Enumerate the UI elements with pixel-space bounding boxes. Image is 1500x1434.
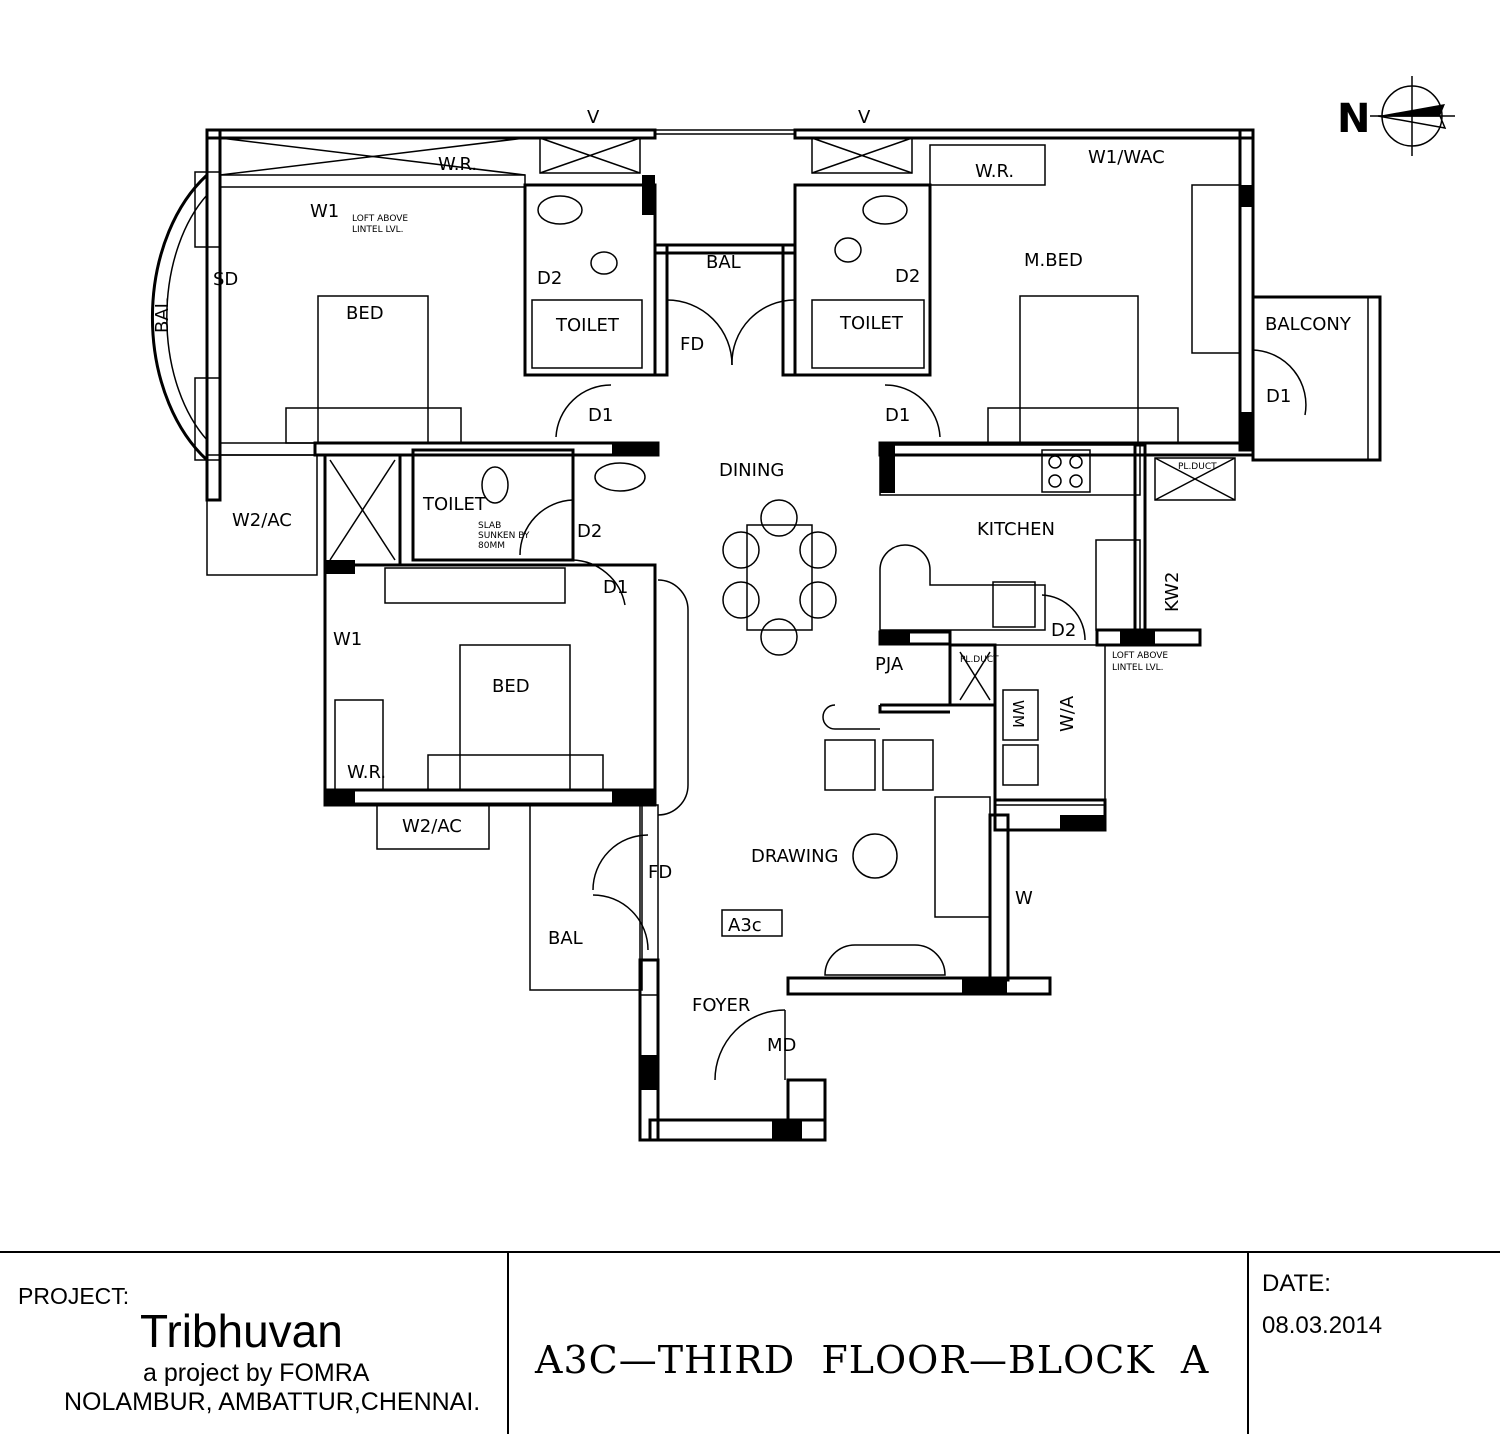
loft-note: LINTEL LVL. [1112,663,1164,673]
room-labels: V V W.R. W.R. W.R. W1 W1/WAC LOFT ABOVE … [152,107,1352,1056]
window-label: W1 [310,201,339,222]
kitchen-label: KITCHEN [977,519,1055,540]
bedroom-label: BED [492,676,530,697]
balcony-label: BAL [548,928,583,949]
balcony-label: BAL [152,298,173,333]
toilet-label: TOILET [555,315,620,336]
door-label: D1 [885,405,910,426]
vent-label: V [858,107,871,128]
window-label: W2/AC [402,816,462,837]
developer: a project by FOMRA [143,1359,370,1387]
drawing-room-label: DRAWING [751,846,839,867]
slab-note: SUNKEN BY [478,531,530,541]
north-label: N [1337,96,1370,142]
bedroom-label: BED [346,303,384,324]
door-label: D2 [537,268,562,289]
slab-note: 80MM [478,541,505,551]
master-bedroom-label: M.BED [1024,250,1083,271]
drawing-title: A3C—THIRD FLOOR—BLOCK A [535,1338,1210,1382]
door-label: D1 [603,577,628,598]
window-label: W1 [333,629,362,650]
vent-label: V [587,107,600,128]
door-label: D1 [588,405,613,426]
balcony-label: BAL [706,252,741,273]
window-label: W [1015,888,1033,909]
date-value: 08.03.2014 [1262,1312,1383,1339]
slab-note: SLAB [478,521,501,531]
washing-machine-label: WM [1009,700,1027,728]
loft-note: LINTEL LVL. [352,225,404,235]
sliding-door-label: SD [213,269,238,290]
pooja-label: PJA [875,654,904,675]
door-label: D2 [577,521,602,542]
window-label: W2/AC [232,510,292,531]
balcony-label: BALCONY [1265,314,1352,335]
duct-label: PL.DUCT [1178,462,1217,472]
north-arrow-icon [1370,76,1455,156]
wardrobe-label: W.R. [438,154,477,175]
project-label: PROJECT: [18,1283,130,1309]
door-label: FD [680,334,704,355]
wash-area-label: W/A [1057,695,1078,732]
foyer-label: FOYER [692,995,750,1016]
door-label: D1 [1266,386,1291,407]
project-name: Tribhuvan [140,1305,343,1357]
duct-label: PL.DUCT [960,655,999,665]
unit-label: A3c [728,915,762,936]
wardrobe-label: W.R. [975,161,1014,182]
title-block-frame [0,1251,1500,1434]
walls [150,128,1382,1142]
toilet-label: TOILET [422,494,487,515]
date-label: DATE: [1262,1270,1331,1297]
toilet-label: TOILET [839,313,904,334]
window-label: W1/WAC [1088,147,1165,168]
loft-note: LOFT ABOVE [1112,651,1168,661]
window-label: KW2 [1162,572,1183,612]
loft-note: LOFT ABOVE [352,214,408,224]
door-label: D2 [895,266,920,287]
main-door-label: MD [767,1035,796,1056]
dining-label: DINING [719,460,784,481]
door-label: D2 [1051,620,1076,641]
door-label: FD [648,862,672,883]
project-location: NOLAMBUR, AMBATTUR,CHENNAI. [64,1388,481,1416]
wardrobe-label: W.R. [347,762,386,783]
